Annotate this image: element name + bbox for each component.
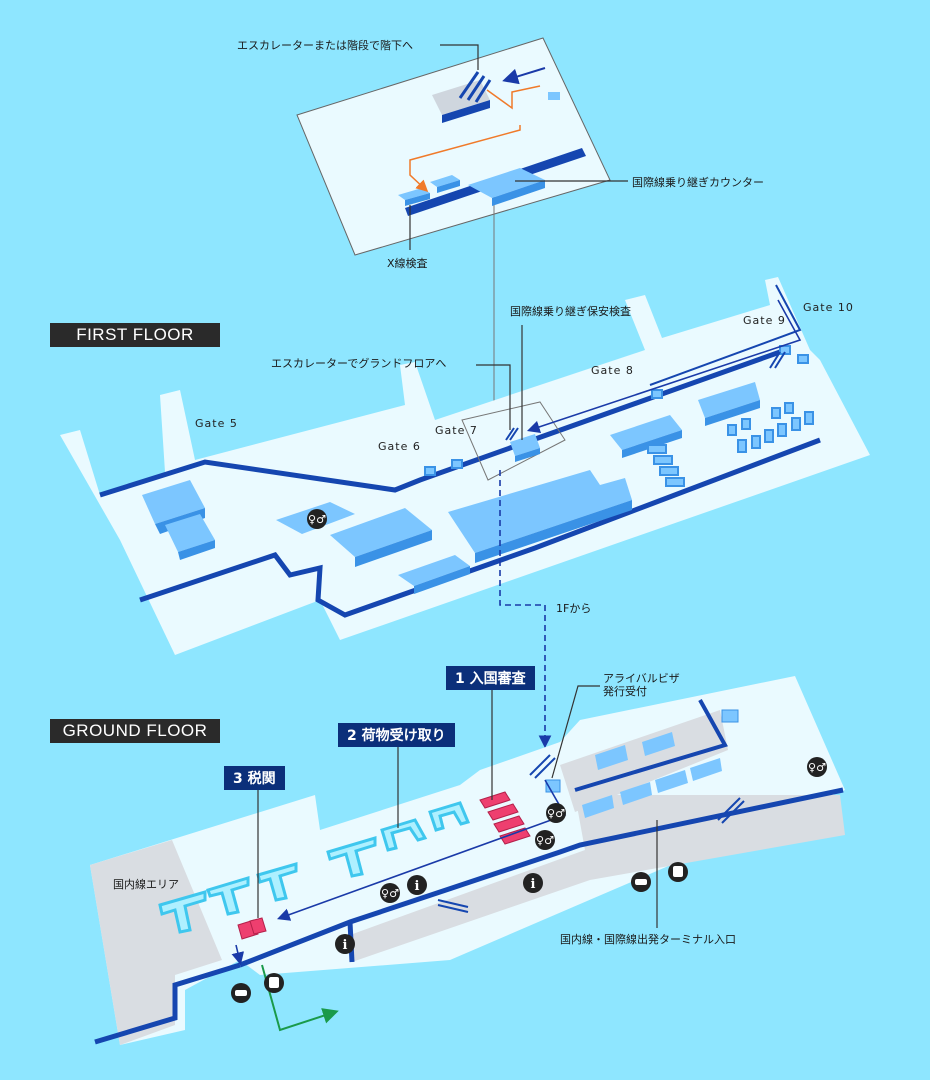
- arrival-visa-label: アライバルビザ 発行受付: [603, 672, 680, 698]
- gate-5-label: Gate 5: [195, 417, 238, 430]
- taxi-icon: [231, 983, 251, 1003]
- gate-9-label: Gate 9: [743, 314, 786, 327]
- transfer-security-label: 国際線乗り継ぎ保安検査: [510, 305, 631, 318]
- inset-escalator: [432, 71, 492, 123]
- gate-7-label: Gate 7: [435, 424, 478, 437]
- svg-text:♀♂: ♀♂: [808, 761, 826, 774]
- ground-floor-title: GROUND FLOOR: [50, 719, 220, 743]
- escalator-down-label: エスカレーターまたは階段で階下へ: [237, 39, 413, 52]
- step-immigration: 1 入国審査: [446, 666, 535, 690]
- domestic-area-label: 国内線エリア: [113, 878, 179, 891]
- info-icon: i: [407, 875, 427, 895]
- svg-text:♀♂: ♀♂: [381, 887, 399, 900]
- xray-label: X線検査: [387, 257, 428, 270]
- svg-text:♀♂: ♀♂: [308, 513, 326, 526]
- svg-text:♀♂: ♀♂: [547, 807, 565, 820]
- map-icons: ♀♂ ♀♂ ♀♂ ♀♂ ♀♂ i i i: [231, 509, 827, 1003]
- info-icon: i: [335, 934, 355, 954]
- svg-text:i: i: [415, 879, 420, 894]
- upper-inset: [296, 37, 628, 405]
- ground-floor-plan: [90, 676, 845, 1045]
- svg-text:i: i: [343, 938, 348, 953]
- step-baggage-claim: 2 荷物受け取り: [338, 723, 455, 747]
- transfer-counter-label: 国際線乗り継ぎカウンター: [632, 176, 764, 189]
- first-floor-title: FIRST FLOOR: [50, 323, 220, 347]
- escalator-to-ground-label: エスカレーターでグランドフロアへ: [271, 357, 447, 370]
- bus-icon: [668, 862, 688, 882]
- gate-6-label: Gate 6: [378, 440, 421, 453]
- gate-10-label: Gate 10: [803, 301, 854, 314]
- terminal-entrance-label: 国内線・国際線出発ターミナル入口: [560, 933, 736, 946]
- bus-icon: [264, 973, 284, 993]
- restroom-icon: ♀♂: [546, 803, 566, 823]
- restroom-icon: ♀♂: [380, 883, 400, 903]
- restroom-icon: ♀♂: [535, 830, 555, 850]
- restroom-icon: ♀♂: [807, 757, 827, 777]
- svg-text:i: i: [531, 877, 536, 892]
- step-customs: 3 税関: [224, 766, 285, 790]
- from-1f-label: 1Fから: [556, 602, 592, 615]
- svg-text:♀♂: ♀♂: [536, 834, 554, 847]
- restroom-icon: ♀♂: [307, 509, 327, 529]
- info-icon: i: [523, 873, 543, 893]
- gate-8-label: Gate 8: [591, 364, 634, 377]
- taxi-icon: [631, 872, 651, 892]
